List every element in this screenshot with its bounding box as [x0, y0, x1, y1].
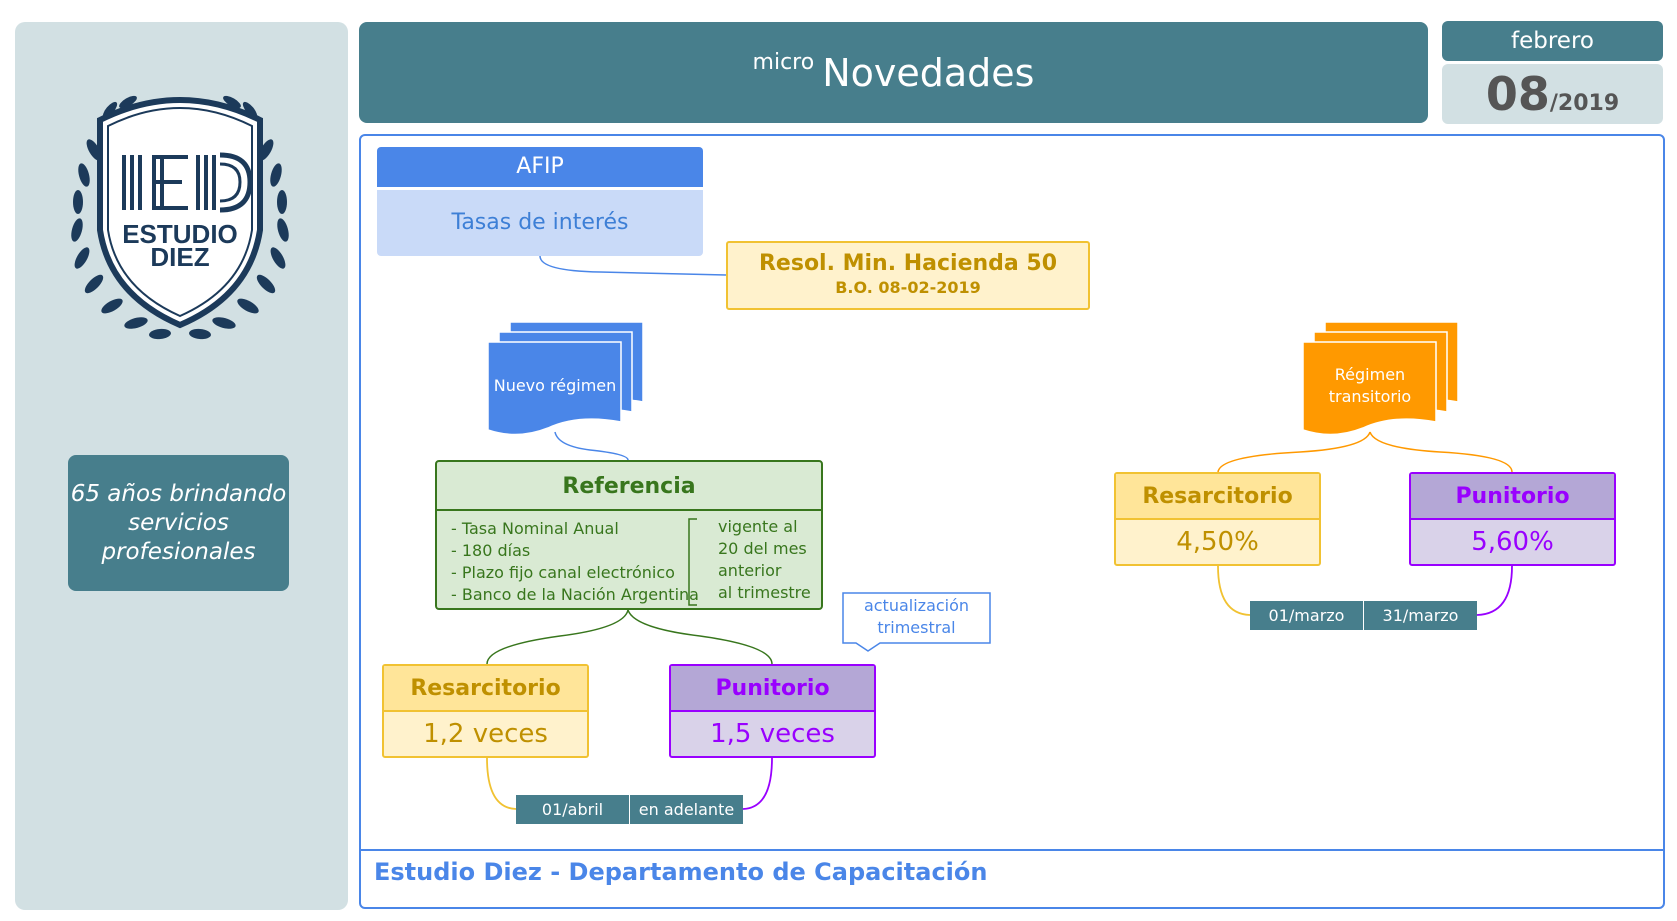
resolution-box: Resol. Min. Hacienda 50 B.O. 08-02-2019: [726, 241, 1090, 310]
logo-line1: ESTUDIO: [122, 219, 238, 249]
resolution-subtitle: B.O. 08-02-2019: [835, 278, 981, 297]
date-year: /2019: [1549, 91, 1620, 116]
vigencia-line: vigente al: [718, 517, 798, 536]
referencia-box: Referencia - Tasa Nominal Anual - 180 dí…: [435, 460, 823, 610]
logo-line2: DIEZ: [150, 242, 209, 272]
main-panel: [359, 134, 1665, 909]
transitorio-end-tag: 31/marzo: [1364, 601, 1477, 630]
vigencia-line: al trimestre: [718, 583, 811, 602]
referencia-title: Referencia: [437, 462, 821, 511]
header-title: Novedades: [822, 50, 1035, 95]
connector-trans-res: [1217, 431, 1371, 473]
update-note: actualización trimestral: [843, 595, 990, 639]
punitorio-transitorio-box: Punitorio 5,60%: [1409, 472, 1616, 566]
transitorio-line1: Régimen: [1334, 365, 1406, 384]
footer-divider: [359, 849, 1665, 851]
date-box: 08/2019: [1442, 64, 1663, 124]
afip-header: AFIP: [377, 147, 703, 187]
connector-ref-pun: [627, 609, 773, 665]
estudio-diez-logo: ESTUDIO DIEZ: [71, 95, 289, 340]
connector-afip-resol: [539, 255, 727, 276]
header-text: micro Novedades: [359, 22, 1428, 123]
slogan-box: 65 años brindando servicios profesionale…: [68, 455, 289, 591]
list-item: - Tasa Nominal Anual: [451, 519, 619, 538]
date-day: 08: [1485, 67, 1550, 121]
connector-res1-tag: [486, 757, 517, 810]
period-start-tag: 01/abril: [516, 795, 629, 824]
referencia-vigencia: vigente al 20 del mes anterior al trimes…: [718, 516, 818, 604]
referencia-list: - Tasa Nominal Anual - 180 días - Plazo …: [451, 518, 699, 606]
connector-trans-pun: [1369, 431, 1513, 473]
update-note-line1: actualización: [863, 596, 970, 615]
list-item: - Banco de la Nación Argentina: [451, 585, 699, 604]
resolution-title: Resol. Min. Hacienda 50: [758, 251, 1058, 276]
resarcitorio-nuevo-box: Resarcitorio 1,2 veces: [382, 664, 589, 758]
vigencia-line: anterior: [718, 561, 782, 580]
nuevo-regimen-text: Nuevo régimen: [493, 376, 617, 395]
document-stack-icon: [487, 321, 644, 436]
update-note-line2: trimestral: [877, 618, 956, 637]
afip-subtitle: Tasas de interés: [377, 190, 703, 256]
bracket-icon: [688, 518, 697, 606]
connector-res2-tag: [1217, 565, 1251, 616]
transitorio-start-tag: 01/marzo: [1250, 601, 1363, 630]
list-item: - 180 días: [451, 541, 531, 560]
connector-nuevo-ref: [554, 431, 629, 461]
footer-text: Estudio Diez - Departamento de Capacitac…: [374, 858, 988, 886]
punitorio-transitorio-value: 5,60%: [1471, 527, 1554, 557]
punitorio-nuevo-label: Punitorio: [671, 666, 874, 712]
resarcitorio-nuevo-value: 1,2 veces: [423, 719, 548, 749]
regimen-transitorio-label: Régimen transitorio: [1303, 340, 1437, 432]
resarcitorio-transitorio-box: Resarcitorio 4,50%: [1114, 472, 1321, 566]
transitorio-line2: transitorio: [1328, 387, 1412, 406]
nuevo-regimen-label: Nuevo régimen: [488, 340, 622, 432]
header-micro: micro: [752, 50, 815, 75]
update-callout: [842, 592, 991, 652]
vigencia-line: 20 del mes: [718, 539, 807, 558]
month-label: febrero: [1442, 21, 1663, 61]
connector-ref-res: [486, 609, 629, 665]
connector-pun2-tag: [1476, 565, 1513, 616]
connector-pun1-tag: [742, 757, 773, 810]
punitorio-nuevo-value: 1,5 veces: [710, 719, 835, 749]
list-item: - Plazo fijo canal electrónico: [451, 563, 675, 582]
punitorio-nuevo-box: Punitorio 1,5 veces: [669, 664, 876, 758]
resarcitorio-transitorio-value: 4,50%: [1176, 527, 1259, 557]
slogan-text: 65 años brindando servicios profesionale…: [70, 480, 287, 565]
laurel-icon: [71, 95, 289, 340]
header-banner: micro Novedades: [359, 22, 1428, 123]
resarcitorio-transitorio-label: Resarcitorio: [1116, 474, 1319, 520]
period-end-tag: en adelante: [630, 795, 743, 824]
document-stack-icon: [1302, 321, 1459, 436]
resarcitorio-nuevo-label: Resarcitorio: [384, 666, 587, 712]
punitorio-transitorio-label: Punitorio: [1411, 474, 1614, 520]
